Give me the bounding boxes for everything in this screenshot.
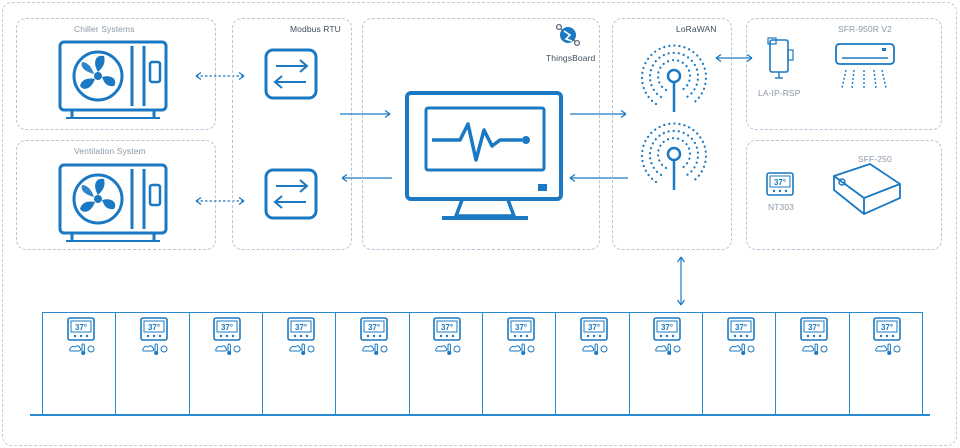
room-panel [848, 312, 923, 414]
room-thermostat-icon: 37° [433, 317, 462, 355]
lorawan-to-thingsboard-arrow [569, 174, 628, 182]
lorawan-gateway-bottom-icon [640, 122, 708, 190]
nt303-readout: 37° [774, 178, 786, 187]
thingsboard-to-modbus-arrow [341, 174, 392, 182]
room-thermostat-readout: 37° [75, 323, 87, 332]
room-thermostat-icon: 37° [66, 317, 95, 355]
modbus-converter-top-icon [264, 48, 318, 100]
thingsboard-logo-icon [555, 23, 581, 47]
ventilation-system-box [16, 140, 216, 250]
ac-controller-box [746, 18, 942, 130]
room-thermostat-readout: 37° [515, 323, 527, 332]
sfr-label: SFR-950R V2 [838, 24, 893, 34]
floor-line [30, 414, 930, 416]
modbus-rtu-label: Modbus RTU [290, 24, 341, 34]
la-ip-rsp-label: LA-IP-RSP [758, 88, 801, 98]
nt303-label: NT303 [768, 202, 795, 212]
chiller-systems-label: Chiller Systems [74, 24, 135, 34]
room-thermostat-icon: 37° [873, 317, 902, 355]
room-thermostat-readout: 37° [148, 323, 160, 332]
thingsboard-box [362, 18, 600, 250]
room-thermostat-readout: 37° [221, 323, 233, 332]
room-thermostat-readout: 37° [368, 323, 380, 332]
fan-coil-unit-icon [833, 163, 901, 215]
ventilation-modbus-arrow [195, 197, 245, 205]
thingsboard-label: ThingsBoard [546, 53, 596, 63]
modbus-converter-bottom-icon [264, 168, 318, 220]
room-thermostat-readout: 37° [881, 323, 893, 332]
air-conditioner-icon [835, 43, 895, 90]
la-ip-rsp-device-icon [767, 37, 794, 79]
room-thermostat-icon: 37° [213, 317, 242, 355]
chiller-systems-box [16, 18, 216, 130]
thingsboard-to-lorawan-arrow [570, 110, 627, 118]
lorawan-box [612, 18, 732, 250]
ventilation-system-label: Ventilation System [74, 146, 146, 156]
room-thermostat-icon: 37° [800, 317, 828, 355]
room-thermostat-readout: 37° [441, 323, 453, 332]
room-thermostat-icon: 37° [286, 317, 315, 355]
chiller-modbus-arrow [195, 72, 245, 80]
lorawan-label: LoRaWAN [676, 24, 717, 34]
room-thermostat-icon: 37° [580, 317, 608, 355]
lorawan-to-rooms-arrow [677, 256, 685, 306]
ventilation-unit-icon [58, 163, 168, 242]
room-thermostat-readout: 37° [661, 323, 673, 332]
lorawan-gateway-top-icon [640, 44, 708, 112]
room-thermostat-readout: 37° [808, 323, 820, 332]
room-thermostat-icon: 37° [360, 317, 388, 355]
modbus-rtu-box [232, 18, 352, 250]
room-thermostat-readout: 37° [295, 323, 307, 332]
nt303-thermostat-icon: 37° [766, 172, 794, 196]
room-thermostat-icon: 37° [140, 317, 168, 355]
room-thermostat-icon: 37° [653, 317, 682, 355]
sff-label: SFF-250 [858, 154, 892, 164]
room-thermostat-readout: 37° [588, 323, 600, 332]
modbus-to-thingsboard-arrow [340, 110, 391, 118]
fan-coil-box [746, 140, 942, 250]
room-thermostat-icon: 37° [506, 317, 535, 355]
room-thermostat-icon: 37° [726, 317, 755, 355]
chiller-unit-icon [58, 40, 168, 119]
monitor-icon [405, 91, 563, 220]
room-thermostat-readout: 37° [735, 323, 747, 332]
